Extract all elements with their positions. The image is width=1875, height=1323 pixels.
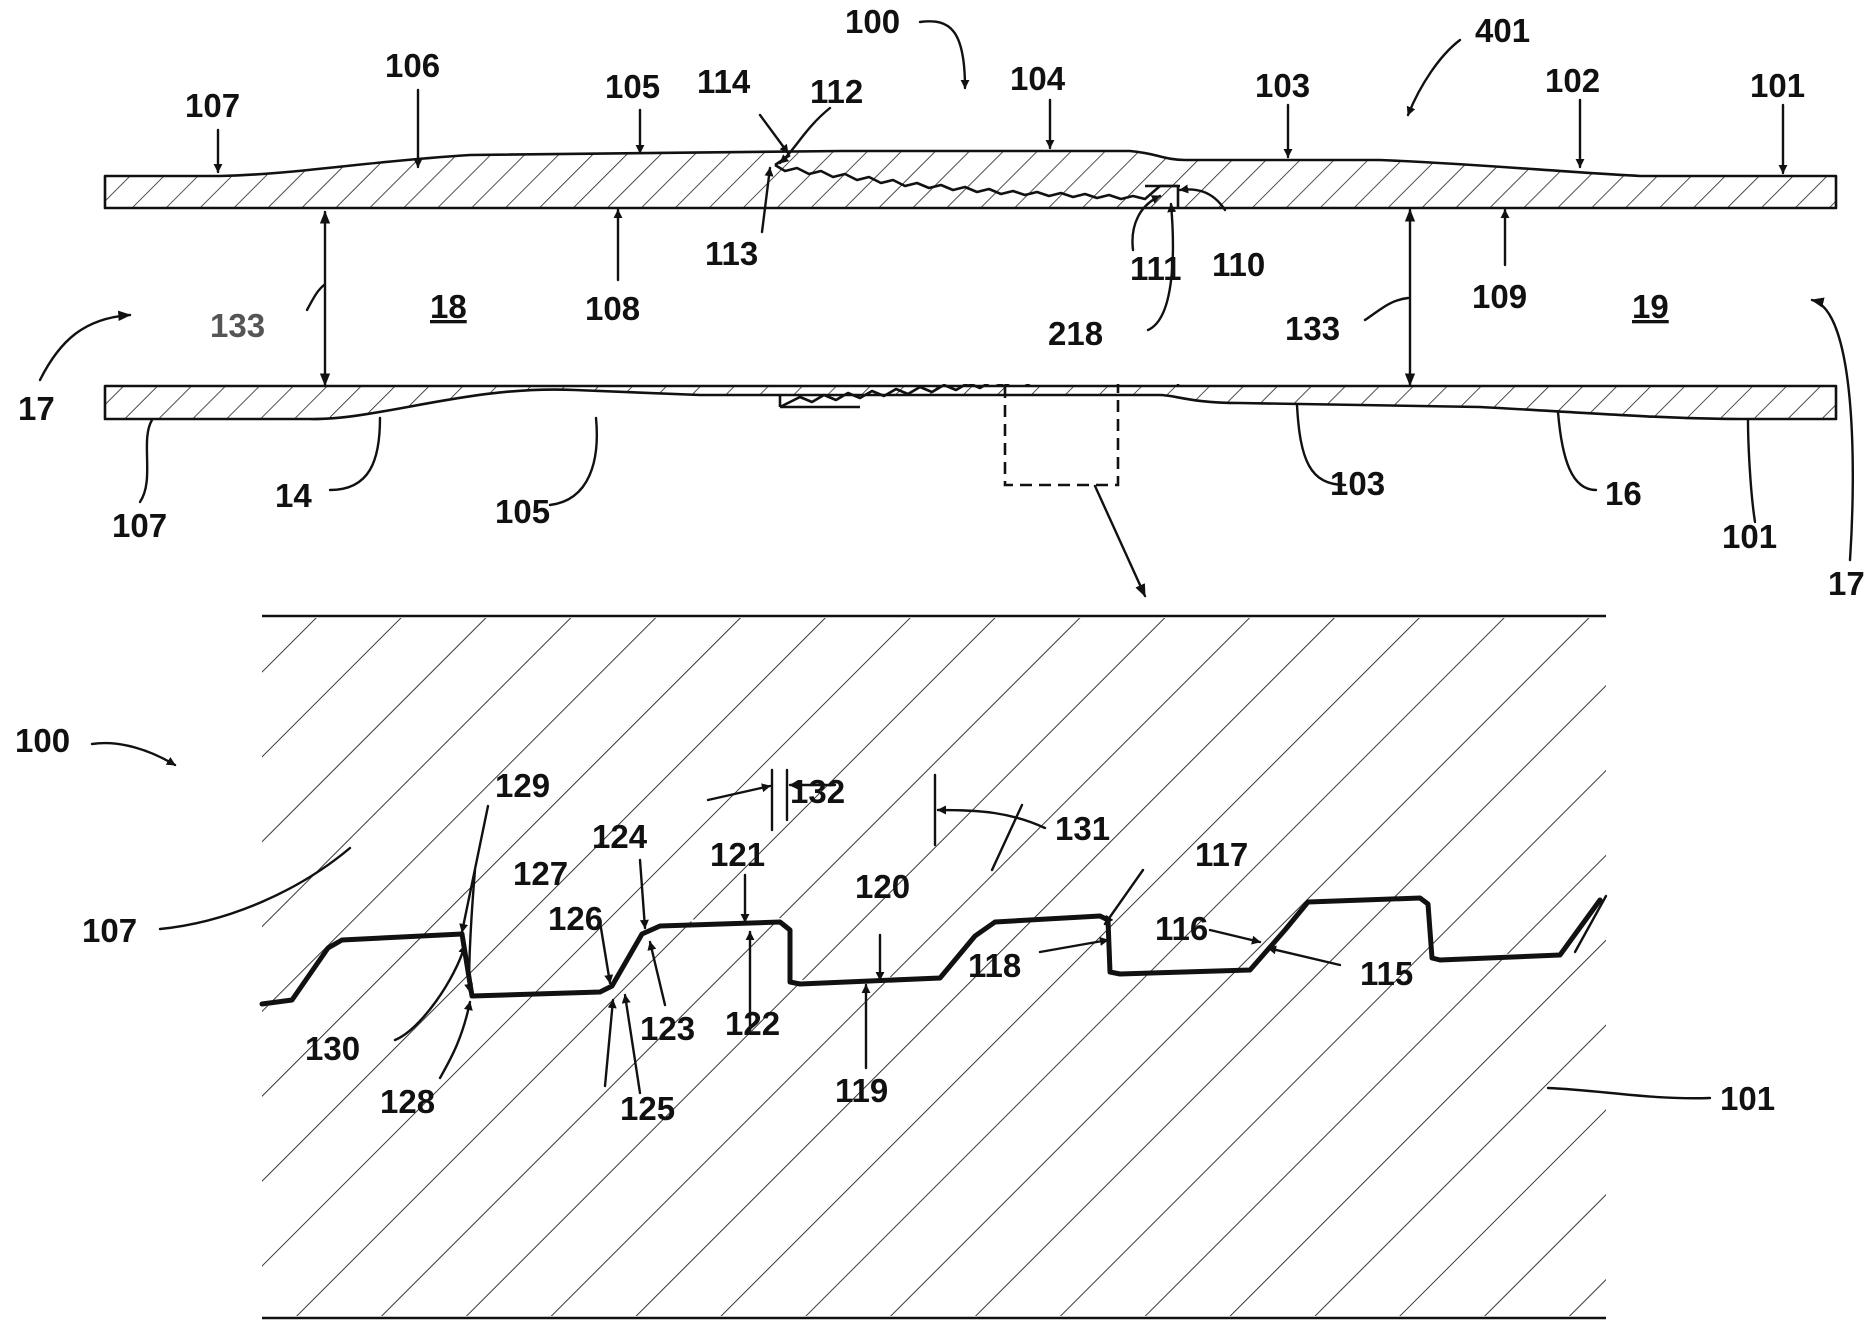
label-130: 130 bbox=[305, 1030, 360, 1067]
label-105: 105 bbox=[605, 68, 660, 105]
label-103: 103 bbox=[1330, 465, 1385, 502]
label-17: 17 bbox=[1828, 565, 1865, 602]
label-114: 114 bbox=[697, 63, 751, 100]
label-102: 102 bbox=[1545, 62, 1600, 99]
upper-wall bbox=[105, 151, 1836, 208]
label-107: 107 bbox=[82, 912, 137, 949]
label-118: 118 bbox=[968, 947, 1021, 984]
label-218: 218 bbox=[1048, 315, 1103, 352]
label-103: 103 bbox=[1255, 67, 1310, 104]
label-17: 17 bbox=[18, 390, 55, 427]
label-129: 129 bbox=[495, 767, 550, 804]
label-126: 126 bbox=[548, 900, 603, 937]
label-100: 100 bbox=[15, 722, 70, 759]
label-14: 14 bbox=[275, 477, 312, 514]
label-107: 107 bbox=[112, 507, 167, 544]
label-123: 123 bbox=[640, 1010, 695, 1047]
label-110: 110 bbox=[1212, 246, 1265, 283]
label-127: 127 bbox=[513, 855, 568, 892]
label-101: 101 bbox=[1722, 518, 1777, 555]
label-111: 111 bbox=[1130, 250, 1181, 287]
label-133: 133 bbox=[1285, 310, 1340, 347]
label-18: 18 bbox=[430, 288, 467, 325]
label-121: 121 bbox=[710, 836, 765, 873]
label-125: 125 bbox=[620, 1090, 675, 1127]
label-106: 106 bbox=[385, 47, 440, 84]
label-101: 101 bbox=[1720, 1080, 1775, 1117]
label-133: 133 bbox=[210, 307, 265, 344]
label-131: 131 bbox=[1055, 810, 1110, 847]
label-112: 112 bbox=[810, 73, 863, 110]
label-113: 113 bbox=[705, 235, 758, 272]
label-117: 117 bbox=[1195, 836, 1248, 873]
label-104: 104 bbox=[1010, 60, 1066, 97]
label-116: 116 bbox=[1155, 910, 1208, 947]
label-19: 19 bbox=[1632, 288, 1669, 325]
label-119: 119 bbox=[835, 1072, 888, 1109]
label-101: 101 bbox=[1750, 67, 1805, 104]
lower-wall bbox=[105, 386, 1836, 419]
label-107: 107 bbox=[185, 87, 240, 124]
label-120: 120 bbox=[855, 868, 910, 905]
label-16: 16 bbox=[1605, 475, 1642, 512]
label-132: 132 bbox=[790, 773, 845, 810]
label-124: 124 bbox=[592, 818, 648, 855]
label-128: 128 bbox=[380, 1083, 435, 1120]
label-115: 115 bbox=[1360, 955, 1413, 992]
label-109: 109 bbox=[1472, 278, 1527, 315]
label-122: 122 bbox=[725, 1005, 780, 1042]
label-108: 108 bbox=[585, 290, 640, 327]
label-105: 105 bbox=[495, 493, 550, 530]
label-100: 100 bbox=[845, 3, 900, 40]
label-401: 401 bbox=[1475, 12, 1530, 49]
pipe-section-view bbox=[100, 151, 1840, 485]
